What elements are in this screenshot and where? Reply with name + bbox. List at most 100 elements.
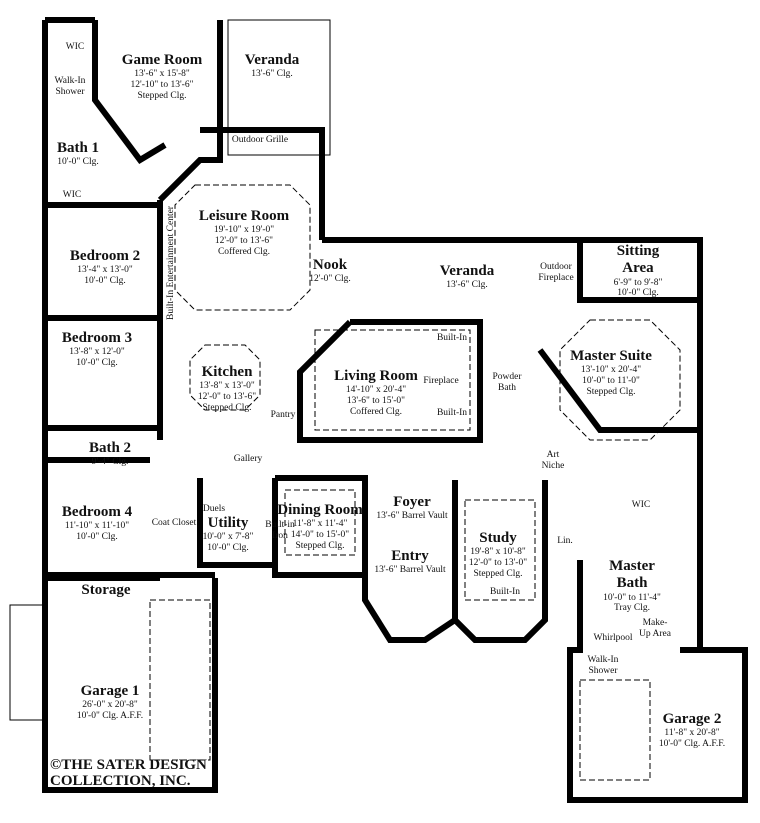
room-ceiling: 10'-0" to 11'-4"	[603, 592, 661, 603]
room-name: Sitting Area	[616, 243, 660, 277]
room-dim: 10'-0" x 7'-8"	[202, 532, 254, 543]
room-ceiling: 12'-0" to 13'-6"	[214, 236, 274, 247]
room-dim: 11'-10" x 11'-10"	[64, 521, 130, 532]
room-ceiling-type: Stepped Clg.	[473, 569, 523, 580]
note-pantry: Pantry	[270, 410, 296, 420]
room-name: Foyer	[393, 494, 431, 510]
note-make-up-area: Make-Up Area	[639, 618, 671, 639]
room-dim: 13'-8" x 12'-0"	[69, 347, 125, 358]
note-built-in-study: Built-In	[489, 587, 521, 597]
room-ceiling: 13'-6" Barrel Vault	[374, 565, 446, 576]
room-dim: 11'-8" x 20'-8"	[664, 728, 720, 739]
note-walk-in-shower-bath1: Walk-In Shower	[54, 76, 86, 97]
note-coat-closet: Coat Closet	[151, 518, 197, 528]
note-gallery: Gallery	[233, 454, 263, 464]
note-whirlpool: Whirlpool	[593, 633, 633, 643]
room-dim: 13'-6" x 15'-8"	[134, 69, 190, 80]
note-duels: Duels	[202, 504, 226, 514]
note-wic-game: WIC	[65, 42, 85, 52]
room-ceiling: 9'-4" Clg.	[91, 457, 129, 468]
room-ceiling-type: Stepped Clg.	[202, 403, 252, 414]
room-name: Garage 1	[80, 683, 140, 699]
room-dim: 13'-10" x 20'-4"	[580, 365, 642, 376]
copyright-line-2: COLLECTION, INC.	[50, 772, 191, 789]
note-powder-bath: Powder Bath	[492, 372, 522, 393]
room-name: Bath 1	[56, 140, 100, 156]
room-name: Storage	[81, 582, 131, 598]
room-dim: 6'-9" to 9'-8"	[613, 277, 663, 288]
note-wic-master: WIC	[631, 500, 651, 510]
room-name: Kitchen	[201, 364, 253, 380]
room-ceiling-type: Stepped Clg.	[586, 387, 636, 398]
room-ceiling: 12'-0" to 13'-6"	[197, 392, 257, 403]
room-dim: 13'-8" x 13'-0"	[199, 381, 255, 392]
room-ceiling: 12'-0" Clg.	[309, 274, 351, 285]
room-ceiling: 10'-0" Clg.	[76, 358, 118, 369]
room-name: Veranda	[244, 52, 300, 68]
room-name: Garage 2	[662, 711, 722, 727]
room-dim: 26'-0" x 20'-8"	[82, 700, 138, 711]
room-ceiling: 10'-0" Clg.	[57, 157, 99, 168]
room-name: Nook	[312, 257, 348, 273]
room-name: Master Bath	[609, 558, 655, 592]
room-name: Leisure Room	[198, 208, 290, 224]
room-ceiling: 12'-10" to 13'-6"	[130, 80, 194, 91]
room-ceiling: 10'-0" to 11'-0"	[582, 376, 640, 387]
room-name: Living Room	[334, 368, 418, 384]
note-fireplace: Fireplace	[423, 376, 459, 386]
room-dim: 11'-8" x 11'-4"	[292, 519, 348, 530]
room-ceiling: 14'-0" to 15'-0"	[290, 530, 350, 541]
note-entertainment-center: Built-In Entertainment Center	[166, 206, 176, 320]
note-walk-in-shower-master: Walk-In Shower	[587, 655, 619, 676]
room-ceiling: 13'-6" to 15'-0"	[346, 396, 406, 407]
note-built-in-iron: Built-in Iron	[265, 520, 295, 541]
room-name: Bedroom 4	[61, 504, 133, 520]
note-art-niche: Art Niche	[541, 450, 565, 471]
note-wic-bedroom2: WIC	[62, 190, 82, 200]
room-name: Utility	[207, 515, 249, 531]
note-outdoor-fireplace: Outdoor Fireplace	[538, 262, 574, 283]
room-dim: 14'-10" x 20'-4"	[345, 385, 407, 396]
room-name: Bath 2	[88, 440, 132, 456]
room-ceiling: 10'-0" Clg.	[207, 543, 249, 554]
room-name: Master Suite	[570, 348, 652, 364]
room-name: Entry	[391, 548, 429, 564]
room-dim: 19'-8" x 10'-8"	[470, 547, 526, 558]
room-ceiling-type: Coffered Clg.	[349, 407, 403, 418]
room-ceiling-type: Stepped Clg.	[295, 541, 345, 552]
room-ceiling: 10'-0" Clg.	[76, 532, 118, 543]
note-built-in-upper: Built-In	[436, 333, 468, 343]
room-name: Study	[479, 530, 517, 546]
room-dim: 19'-10" x 19'-0"	[213, 225, 275, 236]
room-ceiling: 10'-0" Clg.	[617, 288, 659, 299]
note-outdoor-grille: Outdoor Grille	[231, 135, 289, 145]
room-name: Game Room	[121, 52, 203, 68]
room-ceiling: 13'-6" Clg.	[446, 280, 488, 291]
room-ceiling: 10'-0" Clg. A.F.F.	[658, 739, 726, 750]
room-ceiling-type: Coffered Clg.	[217, 247, 271, 258]
room-ceiling: 13'-6" Clg.	[251, 69, 293, 80]
room-name: Dining Room	[277, 502, 363, 518]
